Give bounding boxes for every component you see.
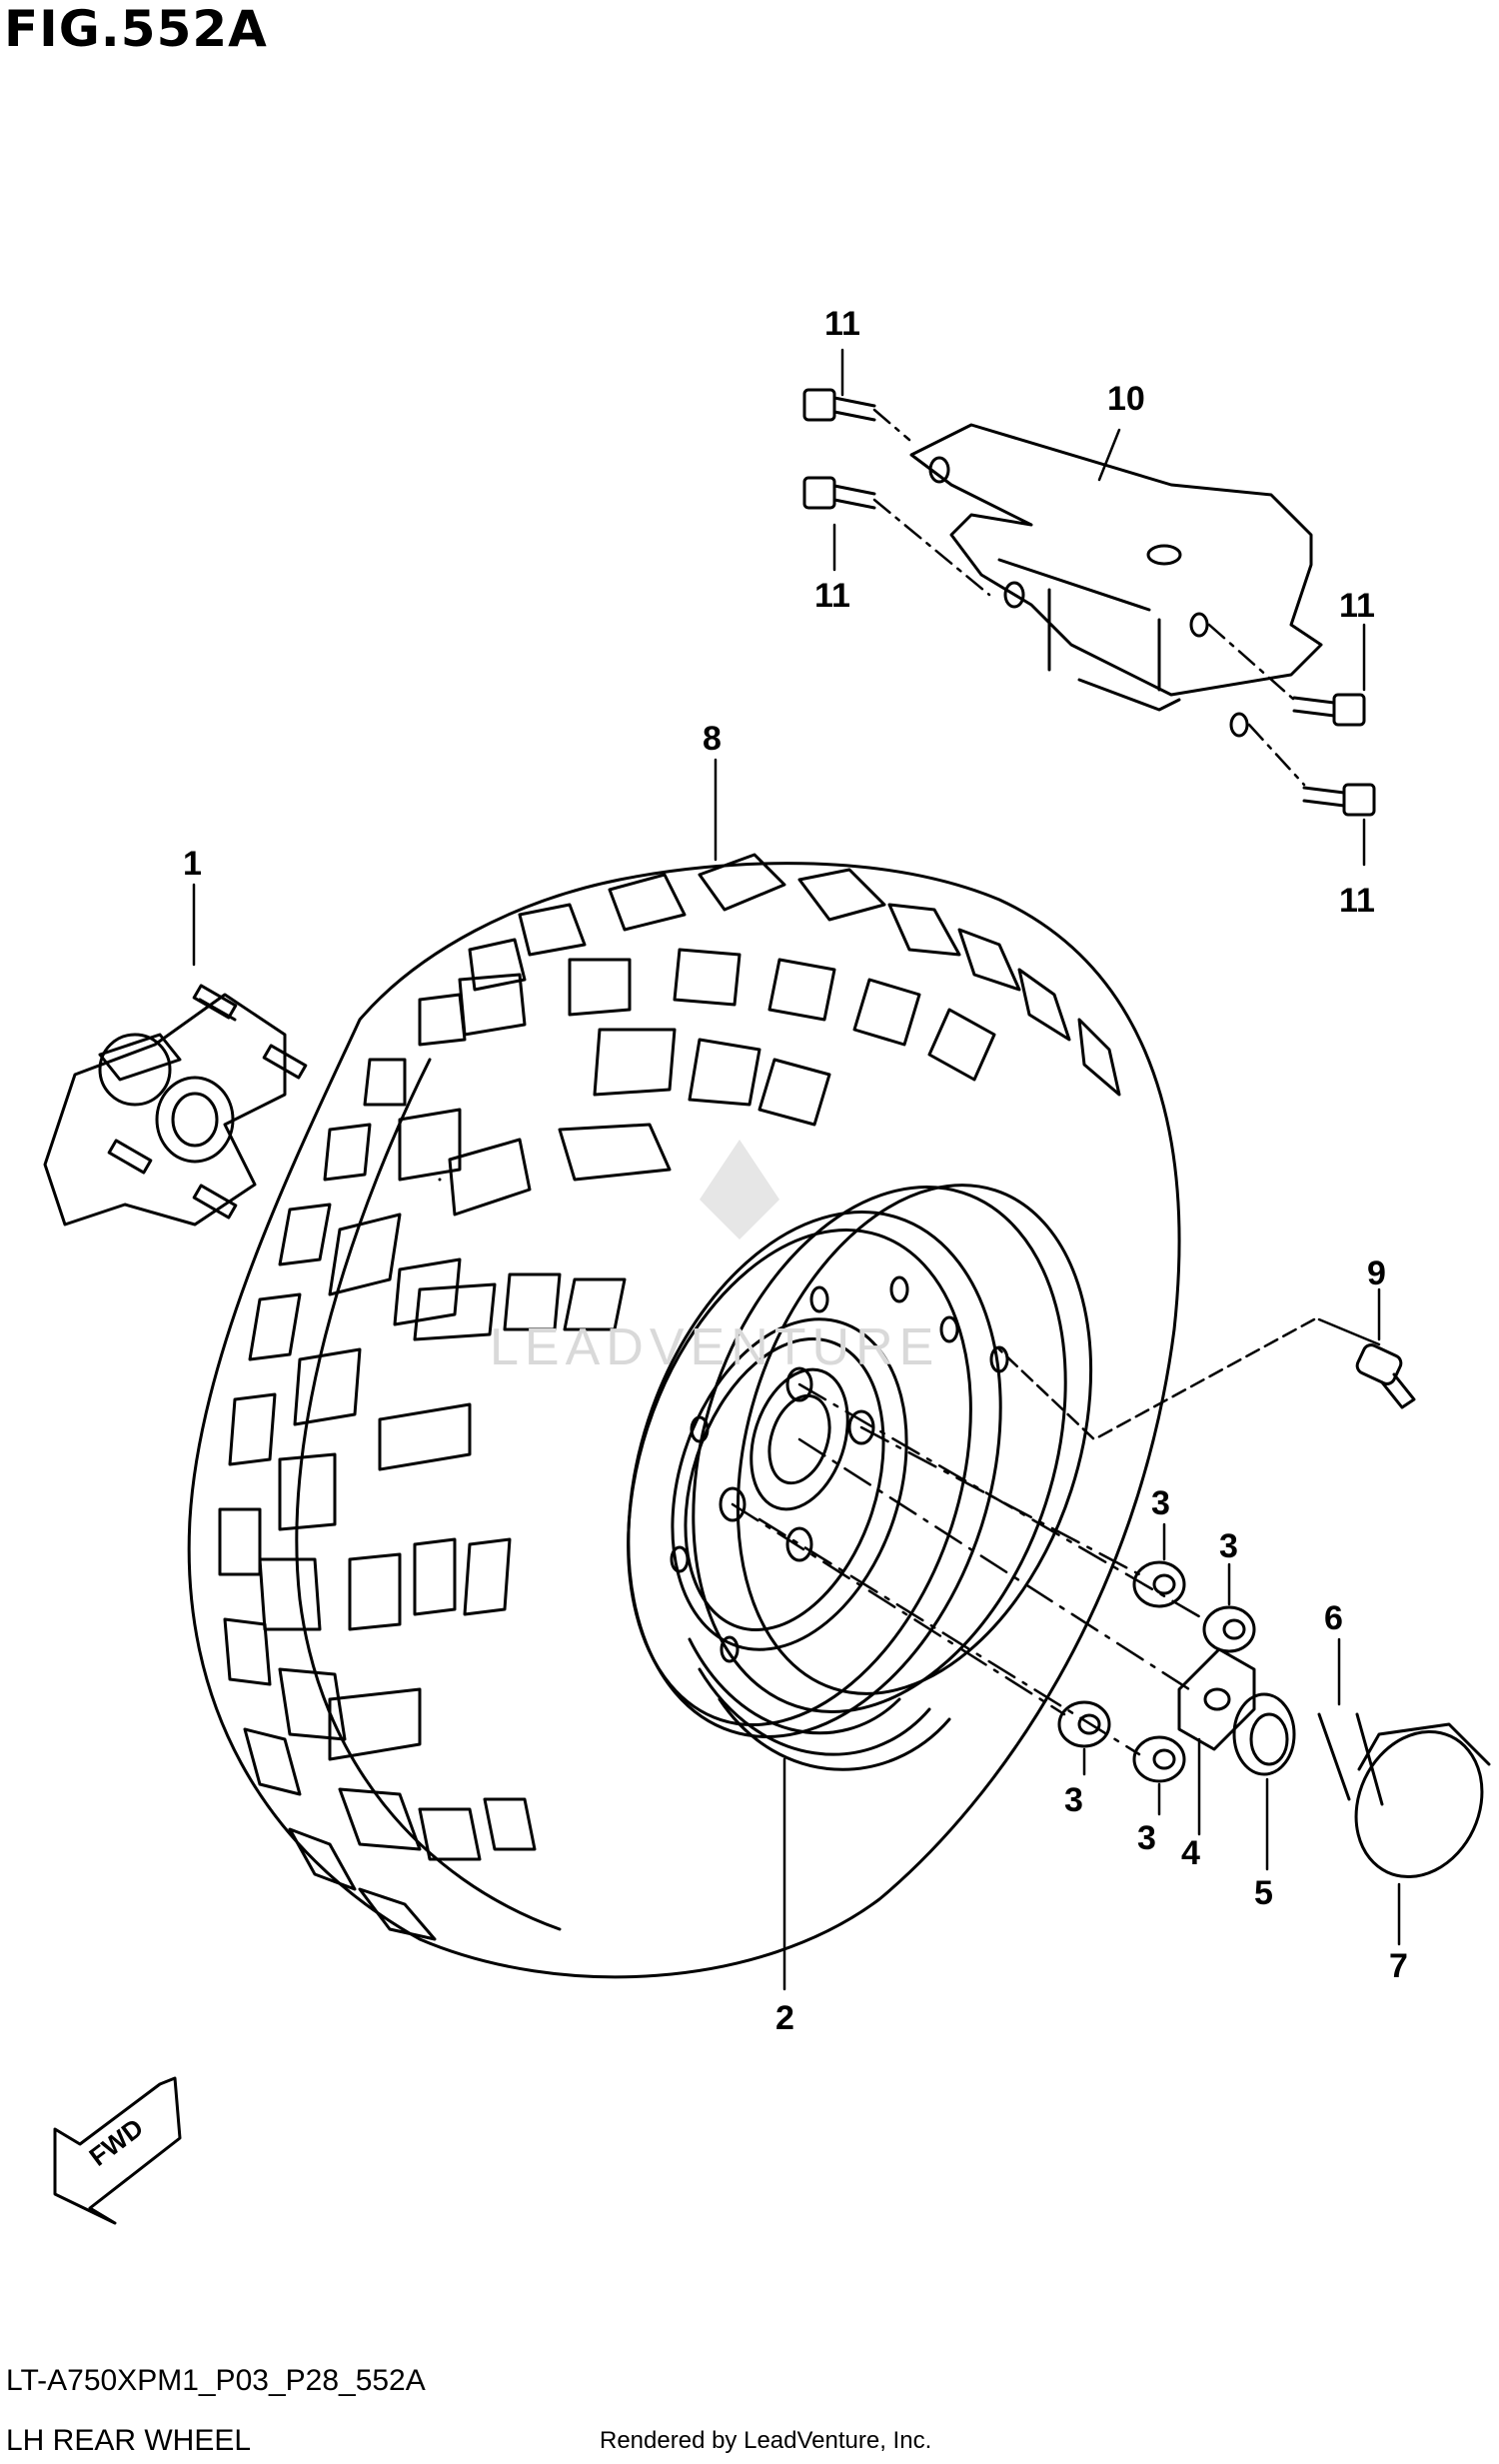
callout-3-a: 3 [1151,1484,1170,1522]
callout-9: 9 [1367,1254,1386,1292]
callout-1: 1 [183,845,202,883]
wheel-rim-drawing [627,1184,1093,1771]
cotter-pin-drawing [1317,1712,1384,1806]
hub-drawing [43,984,308,1227]
callout-11-b: 11 [814,577,850,615]
bolt-drawings [802,388,1376,817]
castle-nut-drawing [1232,1692,1296,1776]
callout-11-c: 11 [1339,587,1375,625]
callout-11-d: 11 [1339,882,1375,920]
diagram-name: LH REAR WHEEL [6,2424,252,2457]
callout-6: 6 [1324,1599,1343,1637]
cap-drawing [1354,1722,1491,1879]
valve-drawing [1355,1343,1416,1409]
callout-10: 10 [1107,380,1145,418]
tire-drawing [187,853,1181,1979]
callout-8: 8 [703,720,722,758]
figure-title: FIG.552A [4,0,268,58]
nut-drawings [1057,1560,1256,1783]
callout-2: 2 [775,1999,794,2037]
callout-11-a: 11 [824,305,860,343]
callout-3-d: 3 [1137,1819,1156,1857]
callout-3-b: 3 [1219,1527,1238,1565]
watermark-logo-icon [700,1140,779,1239]
watermark-text: LEADVENTURE [490,1318,939,1376]
callout-7: 7 [1389,1947,1408,1985]
fwd-label: FWD [84,2112,149,2172]
diagram-code: LT-A750XPM1_P03_P28_552A [6,2364,426,2397]
washer-drawing [1177,1647,1256,1751]
bracket-drawing [909,423,1323,738]
callout-5: 5 [1254,1874,1273,1912]
callout-4: 4 [1181,1834,1200,1872]
callout-3-c: 3 [1064,1781,1083,1819]
fwd-arrow-shape [53,2076,182,2225]
leader-lines [192,348,1401,1991]
render-credit: Rendered by LeadVenture, Inc. [600,2427,932,2454]
